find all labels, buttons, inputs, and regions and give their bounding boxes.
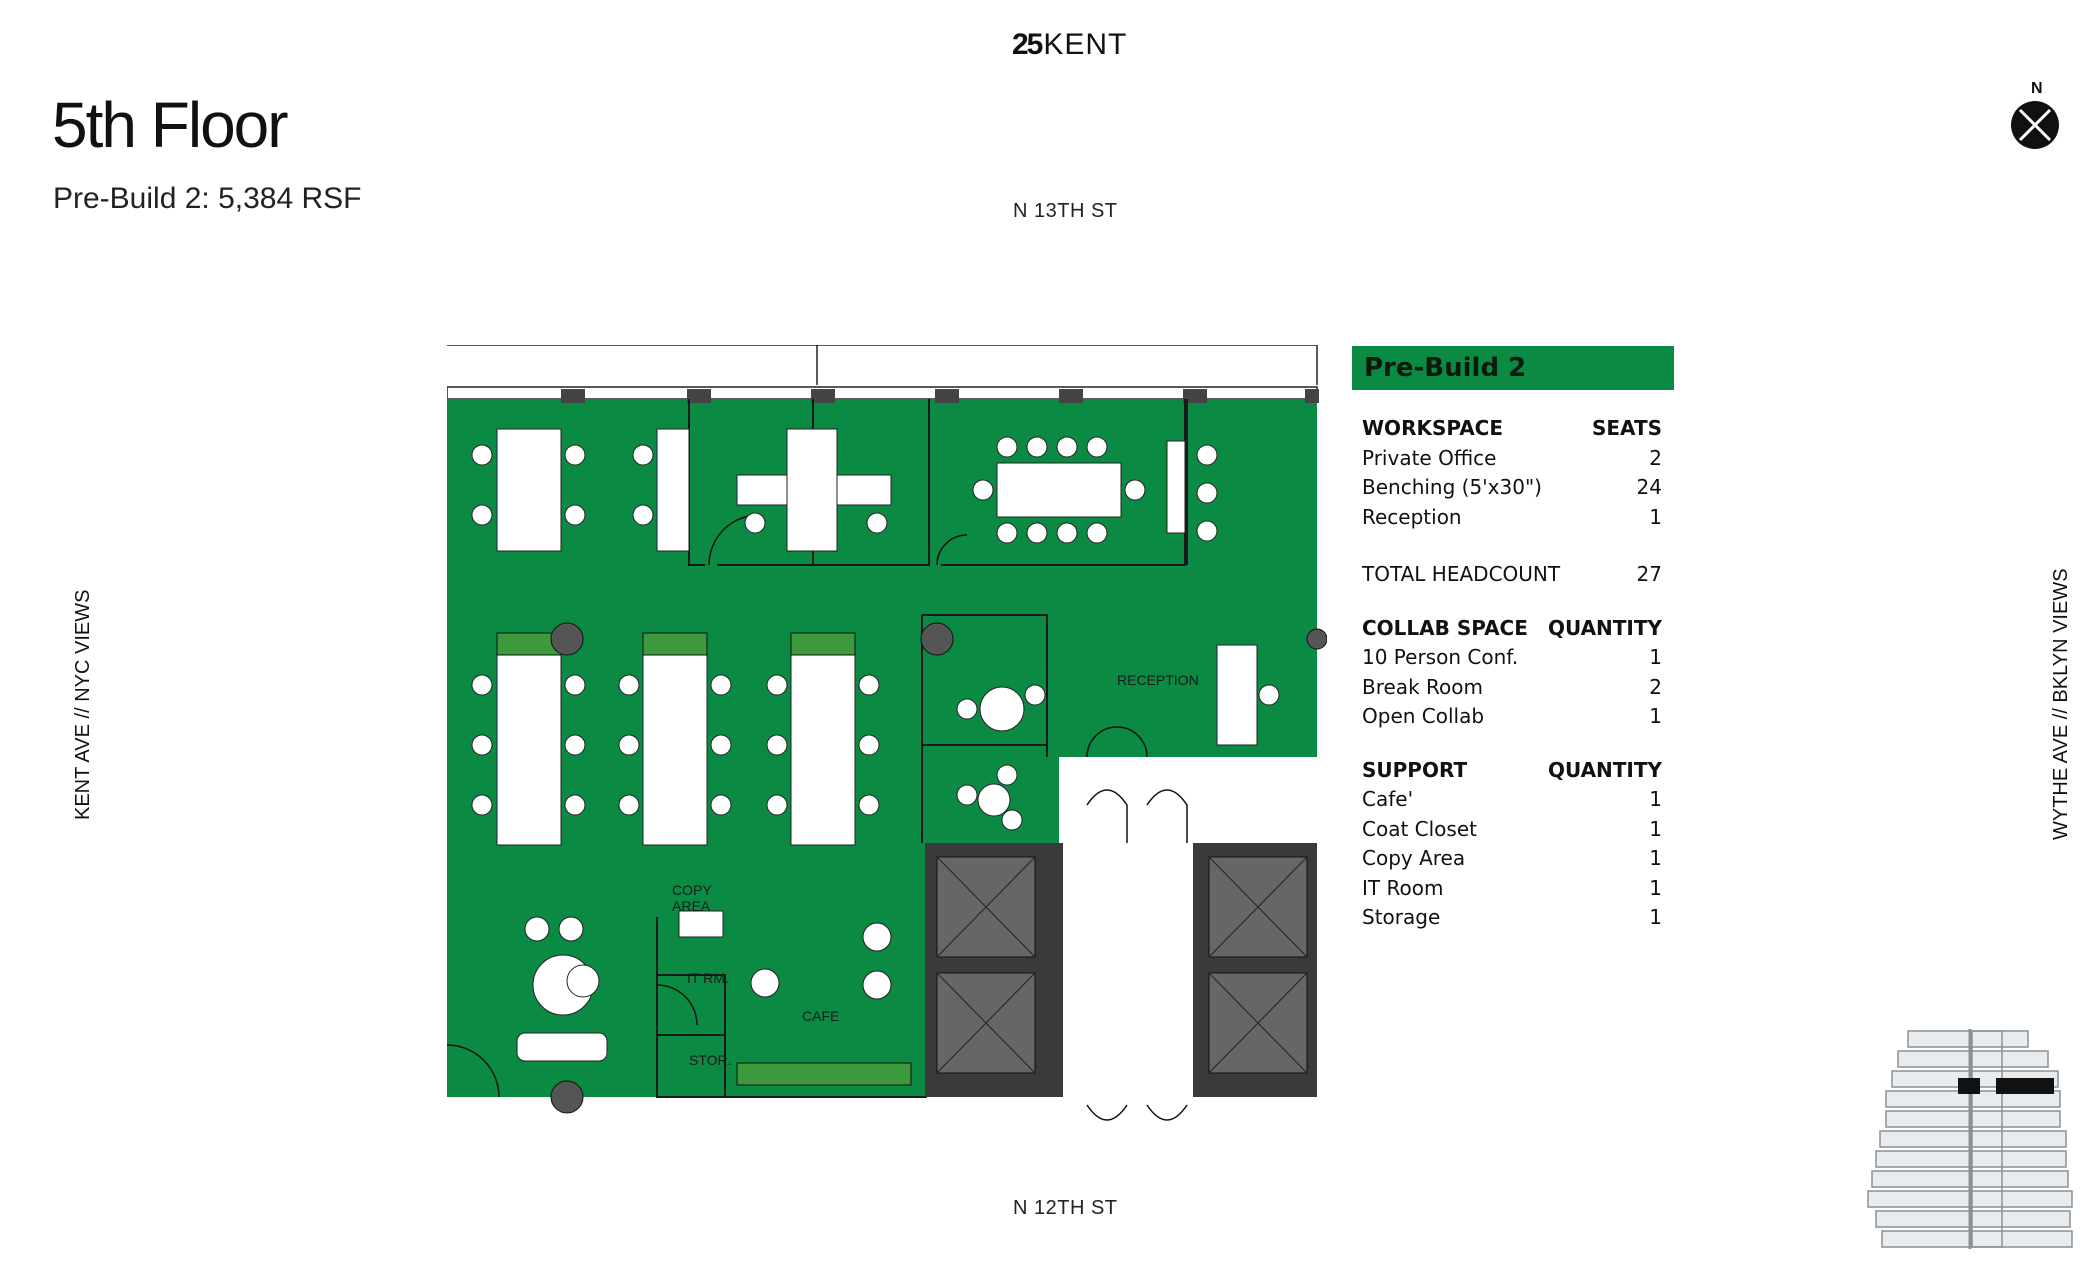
room-label-copy-area-2: AREA (672, 898, 711, 914)
logo-word: KENT (1043, 28, 1128, 61)
list-item: Private Office 2 (1352, 444, 1674, 474)
floor-area (447, 399, 1317, 1097)
compass-north-label: N (2031, 80, 2043, 97)
workspace-col: SEATS (1591, 416, 1662, 440)
workspace-heading: WORKSPACE (1362, 416, 1504, 440)
list-item: Storage 1 (1352, 903, 1674, 933)
collab-col: QUANTITY (1547, 615, 1662, 640)
key-plan-highlight-east (1996, 1078, 2054, 1094)
summary-table: Pre-Build 2 WORKSPACE SEATS Private Offi… (1352, 346, 1674, 933)
support-col: QUANTITY (1547, 757, 1662, 782)
brand-logo: 25 KENT (1012, 28, 1127, 62)
row-label: Private Office (1362, 445, 1497, 470)
row-value: 1 (1649, 875, 1662, 900)
benching-desks (496, 428, 1258, 846)
row-value: 1 (1649, 645, 1662, 669)
page-title: 5th Floor (52, 89, 289, 161)
support-heading: SUPPORT (1362, 757, 1468, 782)
collab-heading: COLLAB SPACE (1362, 615, 1528, 640)
row-value: 1 (1649, 905, 1662, 929)
collab-section: COLLAB SPACE QUANTITY 10 Person Conf. 1 B… (1352, 614, 1674, 732)
workspace-section: WORKSPACE SEATS Private Office 2 Benching… (1352, 414, 1674, 590)
compass-icon (2011, 101, 2059, 149)
list-item: Coat Closet 1 (1352, 815, 1674, 845)
chairs (471, 436, 1280, 816)
list-item: Copy Area 1 (1352, 844, 1674, 874)
support-section: SUPPORT QUANTITY Cafe' 1 Coat Closet 1 Cop… (1352, 756, 1674, 933)
room-label-copy-area-1: COPY (672, 882, 712, 898)
list-item: Benching (5'x30") 24 (1352, 473, 1674, 503)
row-value: 24 (1636, 475, 1662, 499)
row-label: Cafe' (1362, 787, 1414, 811)
room-label-storage: STOR. (689, 1052, 732, 1068)
logo-mark: 25 (1012, 28, 1043, 61)
row-value: 1 (1649, 504, 1662, 529)
row-label: Coat Closet (1362, 816, 1477, 841)
row-label: Break Room (1362, 674, 1483, 699)
row-label: IT Room (1362, 875, 1444, 900)
list-item: 10 Person Conf. 1 (1352, 643, 1674, 673)
row-value: 1 (1649, 704, 1662, 728)
list-item: Break Room 2 (1352, 673, 1674, 703)
list-item: Open Collab 1 (1352, 702, 1674, 732)
page-subtitle: Pre-Build 2: 5,384 RSF (53, 182, 362, 215)
row-value: 2 (1649, 674, 1662, 699)
row-value: 1 (1649, 787, 1662, 811)
room-label-it-room: IT RM. (687, 970, 729, 986)
collab-header: COLLAB SPACE QUANTITY (1352, 614, 1674, 644)
room-label-reception: RECEPTION (1117, 672, 1199, 688)
row-label: Reception (1362, 504, 1462, 529)
support-header: SUPPORT QUANTITY (1352, 756, 1674, 786)
street-west-label: KENT AVE // NYC VIEWS (72, 589, 94, 820)
key-plan-highlight-west (1958, 1078, 1980, 1094)
floor-plan: RECEPTION COPY AREA IT RM. CAFE STOR. (447, 345, 1327, 1121)
row-value: 1 (1649, 816, 1662, 841)
cafe-counter (736, 1062, 912, 1086)
row-label: Benching (5'x30") (1362, 475, 1542, 499)
street-east-label: WYTHE AVE // BKLYN VIEWS (2050, 568, 2072, 840)
total-value: 27 (1636, 562, 1662, 586)
street-south-label: N 12TH ST (1013, 1197, 1118, 1219)
list-item: Reception 1 (1352, 503, 1674, 533)
row-value: 1 (1649, 846, 1662, 870)
row-label: Open Collab (1362, 704, 1485, 728)
list-item: Cafe' 1 (1352, 785, 1674, 815)
key-plan-diagram (1867, 1029, 2073, 1249)
row-value: 2 (1649, 445, 1662, 470)
row-label: Copy Area (1362, 846, 1466, 870)
list-item: IT Room 1 (1352, 874, 1674, 904)
room-label-cafe: CAFE (802, 1008, 839, 1024)
building-core (925, 789, 1317, 1121)
total-label: TOTAL HEADCOUNT (1362, 562, 1561, 586)
summary-title: Pre-Build 2 (1352, 346, 1674, 390)
row-label: 10 Person Conf. (1362, 645, 1519, 669)
workspace-header: WORKSPACE SEATS (1352, 414, 1674, 444)
total-headcount-row: TOTAL HEADCOUNT 27 (1352, 560, 1674, 590)
street-north-label: N 13TH ST (1013, 200, 1118, 222)
row-label: Storage (1362, 905, 1441, 929)
